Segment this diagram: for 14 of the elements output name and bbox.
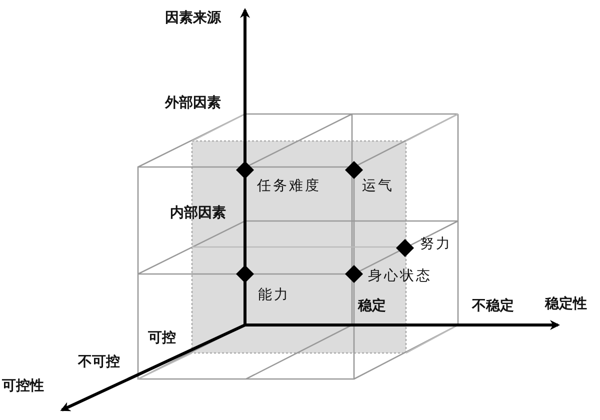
level-label: 不稳定: [472, 298, 514, 315]
point-label: 能力: [258, 287, 290, 304]
point-label: 身心状态: [368, 268, 432, 285]
point-label: 任务难度: [257, 178, 321, 195]
level-label: 不可控: [78, 354, 120, 371]
point-label: 运气: [362, 178, 394, 195]
axis-title: 因素来源: [165, 10, 221, 27]
level-label: 内部因素: [170, 205, 226, 222]
axis-title: 可控性: [2, 378, 44, 395]
axis-title: 稳定性: [545, 296, 587, 313]
level-label: 稳定: [358, 298, 386, 315]
level-label: 可控: [148, 330, 176, 347]
level-label: 外部因素: [165, 95, 221, 112]
point-label: 努力: [420, 236, 452, 253]
